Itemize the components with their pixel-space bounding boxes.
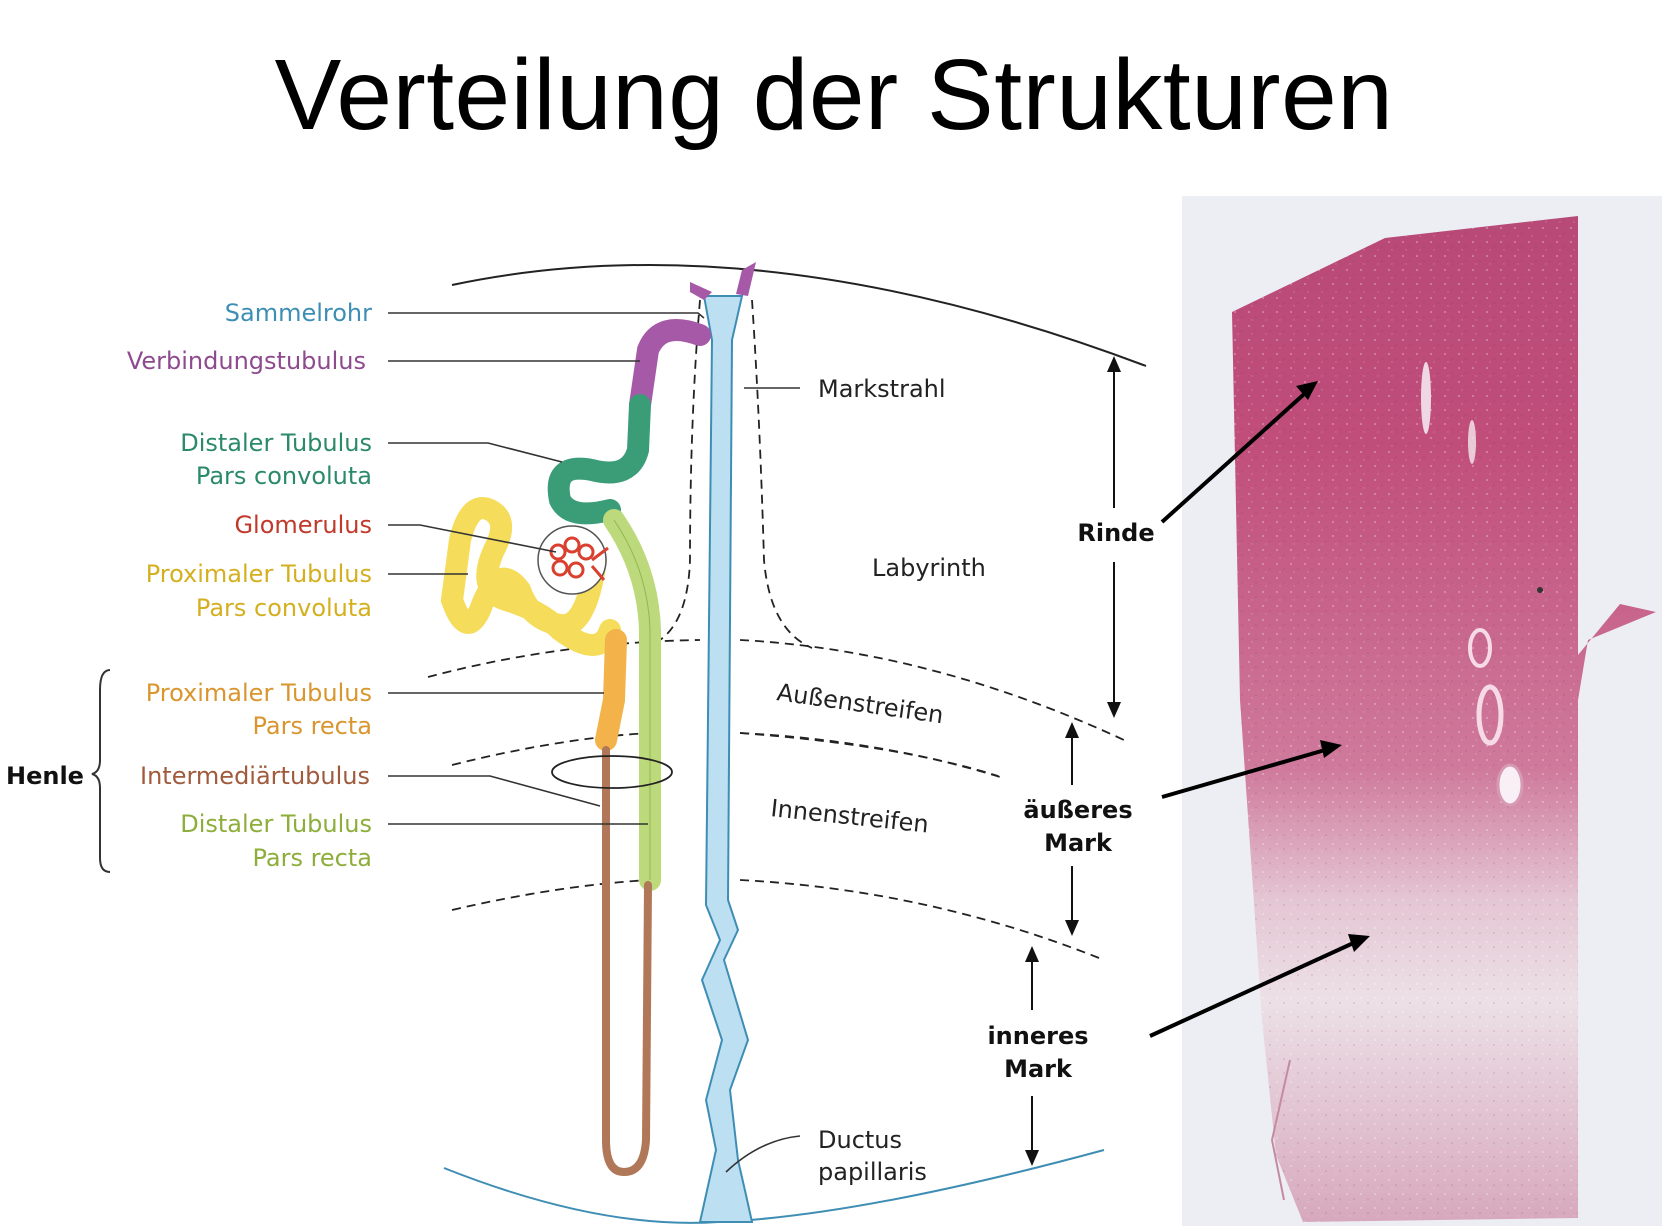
distal-convoluted-tubule — [547, 394, 651, 525]
collecting-duct — [698, 295, 754, 1223]
label-distaler-tubulus-recta: Distaler Tubulus — [180, 810, 372, 838]
label-pars-recta-2: Pars recta — [252, 844, 372, 872]
label-distaler-tubulus: Distaler Tubulus — [180, 429, 372, 457]
label-verbindungstubulus: Verbindungstubulus — [127, 347, 366, 375]
label-proximaler-tubulus-recta: Proximaler Tubulus — [146, 679, 372, 707]
label-aeusseres-mark: Mark — [1044, 829, 1113, 857]
label-labyrinth: Labyrinth — [872, 554, 986, 582]
boundary-outer-inner — [451, 732, 651, 766]
henle-brace — [91, 669, 111, 873]
label-inneres: inneres — [987, 1022, 1088, 1050]
label-inneres-mark: Mark — [1004, 1055, 1073, 1083]
markstrahl-outline — [659, 299, 813, 649]
label-glomerulus: Glomerulus — [234, 511, 372, 539]
papilla-curve — [443, 1149, 1105, 1224]
photo-arrows — [1149, 381, 1370, 1038]
boundary-cortex-outer-r — [739, 639, 1125, 741]
boundary-outer-inner-r2 — [739, 732, 999, 777]
loop-marker — [551, 755, 673, 789]
label-rinde: Rinde — [1077, 519, 1154, 547]
label-innenstreifen: Innenstreifen — [769, 794, 930, 838]
proximal-convoluted-tubule — [440, 497, 621, 656]
label-ductus: Ductus — [818, 1126, 902, 1154]
label-sammelrohr: Sammelrohr — [225, 299, 372, 327]
label-pars-convoluta: Pars convoluta — [196, 462, 372, 490]
boundary-outer-inner-r — [739, 732, 1001, 778]
label-aeusseres: äußeres — [1023, 796, 1132, 824]
label-papillaris: papillaris — [818, 1158, 927, 1186]
label-proximaler-tubulus: Proximaler Tubulus — [146, 560, 372, 588]
connecting-tubule — [629, 319, 711, 416]
capsule-curve — [451, 264, 1147, 367]
histology-photo — [1182, 196, 1662, 1226]
label-pars-recta: Pars recta — [252, 712, 372, 740]
boundary-inner-medulla-r — [739, 879, 1105, 961]
boundary-cortex-outer — [427, 639, 701, 678]
label-pars-convoluta-2: Pars convoluta — [196, 594, 372, 622]
region-arrows — [1025, 356, 1121, 1166]
label-markstrahl: Markstrahl — [818, 375, 946, 403]
boundary-inner-medulla — [451, 879, 651, 911]
label-aussenstreifen: Außenstreifen — [775, 678, 945, 729]
slide-title: Verteilung der Strukturen — [274, 39, 1394, 151]
label-intermediaertubulus: Intermediärtubulus — [140, 762, 370, 790]
intermediate-tubule — [602, 746, 652, 1177]
label-henle: Henle — [6, 762, 84, 790]
glomerulus — [537, 525, 609, 595]
proximal-straight-tubule — [595, 629, 627, 751]
